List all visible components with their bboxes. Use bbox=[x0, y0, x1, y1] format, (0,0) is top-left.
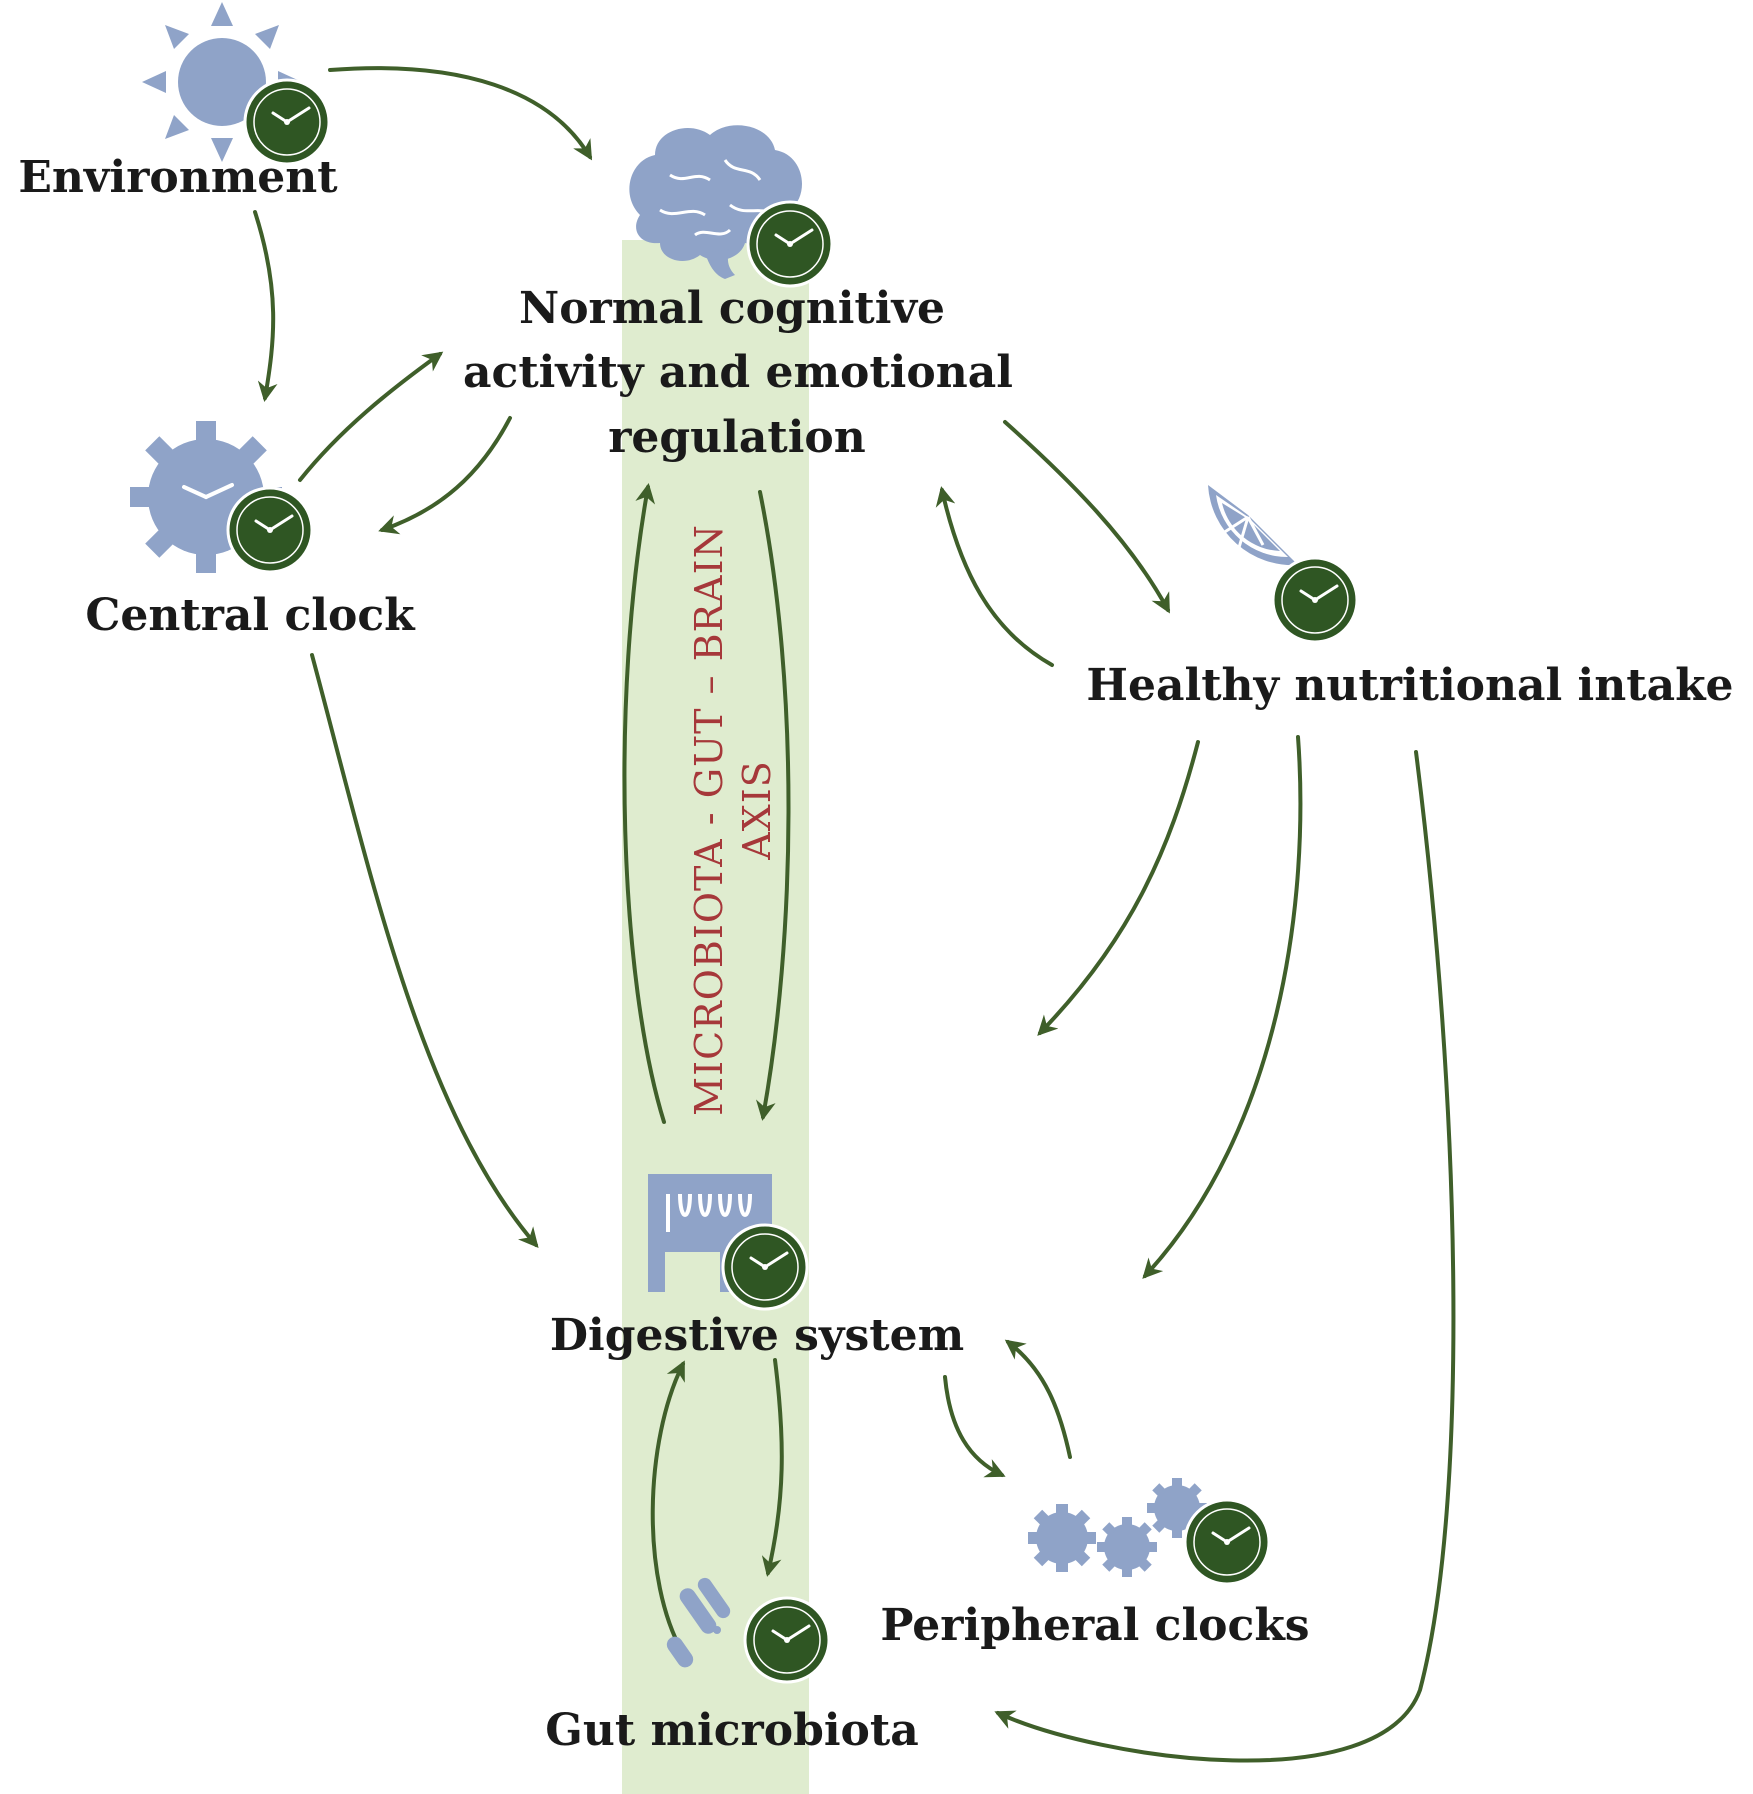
arrow-digestive-to-cognitive-axis bbox=[622, 483, 666, 1124]
arrow-nutrition-to-axis bbox=[1037, 740, 1200, 1036]
arrow-cognitive-to-digestive-axis bbox=[756, 490, 791, 1121]
arrow-cognitive-to-nutrition bbox=[1003, 420, 1170, 614]
arrow-nutrition-to-cognitive bbox=[935, 486, 1054, 667]
arrow-microbiota-to-digestive bbox=[650, 1360, 686, 1657]
nutrition-clock-icon bbox=[1271, 556, 1359, 644]
cognitive-label: Normal cognitive activity and emotional … bbox=[463, 283, 1013, 463]
microbiota-clock-icon bbox=[743, 1596, 831, 1684]
arrow-environment-to-cognitive bbox=[328, 66, 593, 161]
axis-label-line1: MICROBIOTA - GUT – BRAIN bbox=[687, 524, 731, 1116]
arrow-central-clock-to-cognitive bbox=[298, 351, 444, 482]
cognitive-label-line2: activity and emotional bbox=[463, 347, 1013, 398]
arrow-digestive-to-microbiota bbox=[761, 1358, 784, 1577]
cognitive-label-line3: regulation bbox=[608, 412, 866, 463]
arrow-environment-to-central-clock bbox=[253, 210, 278, 402]
arrows bbox=[253, 66, 1456, 1763]
arrow-cognitive-to-central-clock bbox=[378, 416, 512, 535]
microbiota-label: Gut microbiota bbox=[545, 1705, 918, 1756]
arrow-nutrition-to-microbiota bbox=[994, 750, 1456, 1763]
central-clock-badge-icon bbox=[226, 486, 314, 574]
gears-icon bbox=[1028, 1478, 1207, 1577]
bacteria-icon bbox=[666, 1577, 731, 1668]
arrow-peripheral-to-digestive bbox=[1004, 1339, 1072, 1459]
arrow-nutrition-to-digestive bbox=[1142, 735, 1303, 1279]
axis-label-group: MICROBIOTA - GUT – BRAIN AXIS bbox=[687, 524, 779, 1116]
peripheral-clock-icon bbox=[1183, 1498, 1271, 1586]
digestive-label: Digestive system bbox=[550, 1310, 964, 1361]
peripheral-label: Peripheral clocks bbox=[880, 1600, 1309, 1651]
nutrition-label: Healthy nutritional intake bbox=[1086, 660, 1733, 711]
axis-label-line2: AXIS bbox=[735, 760, 779, 861]
arrow-digestive-to-peripheral bbox=[943, 1375, 1006, 1478]
central-clock-label: Central clock bbox=[85, 590, 416, 641]
cognitive-clock-icon bbox=[746, 200, 834, 288]
digestive-clock-icon bbox=[721, 1223, 809, 1311]
cognitive-label-line1: Normal cognitive bbox=[519, 283, 945, 334]
arrow-central-clock-to-digestive bbox=[310, 653, 539, 1249]
environment-label: Environment bbox=[18, 152, 338, 203]
citrus-icon bbox=[1208, 485, 1298, 566]
